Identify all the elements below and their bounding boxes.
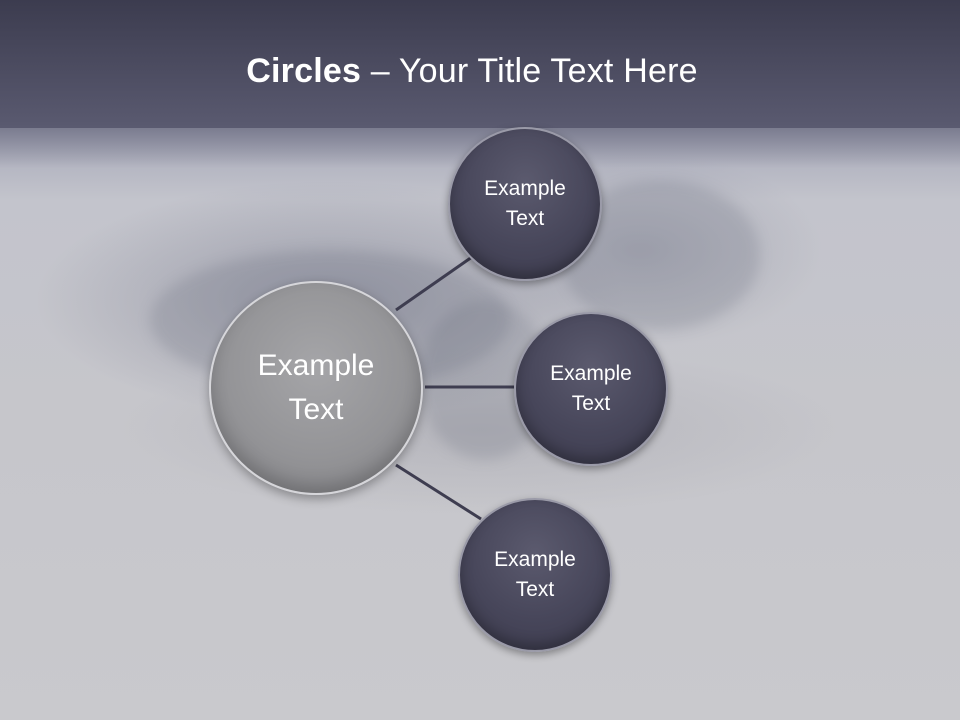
title-bold-part: Circles — [246, 52, 362, 90]
node-circle-bottom[interactable]: Example Text — [458, 498, 612, 652]
connector-top — [395, 255, 473, 312]
node-circle-label: Example Text — [484, 177, 566, 230]
center-circle[interactable]: Example Text — [209, 281, 423, 495]
slide-title: Circles – Your Title Text Here — [0, 52, 944, 91]
header-band — [0, 0, 960, 128]
connector-bottom — [395, 463, 482, 521]
center-circle-label: Example Text — [257, 349, 375, 426]
node-circle-top[interactable]: Example Text — [448, 127, 602, 281]
title-rest-part: – Your Title Text Here — [361, 52, 698, 90]
node-circle-middle[interactable]: Example Text — [514, 312, 668, 466]
node-circle-label: Example Text — [494, 548, 576, 601]
node-circle-label: Example Text — [550, 362, 632, 415]
